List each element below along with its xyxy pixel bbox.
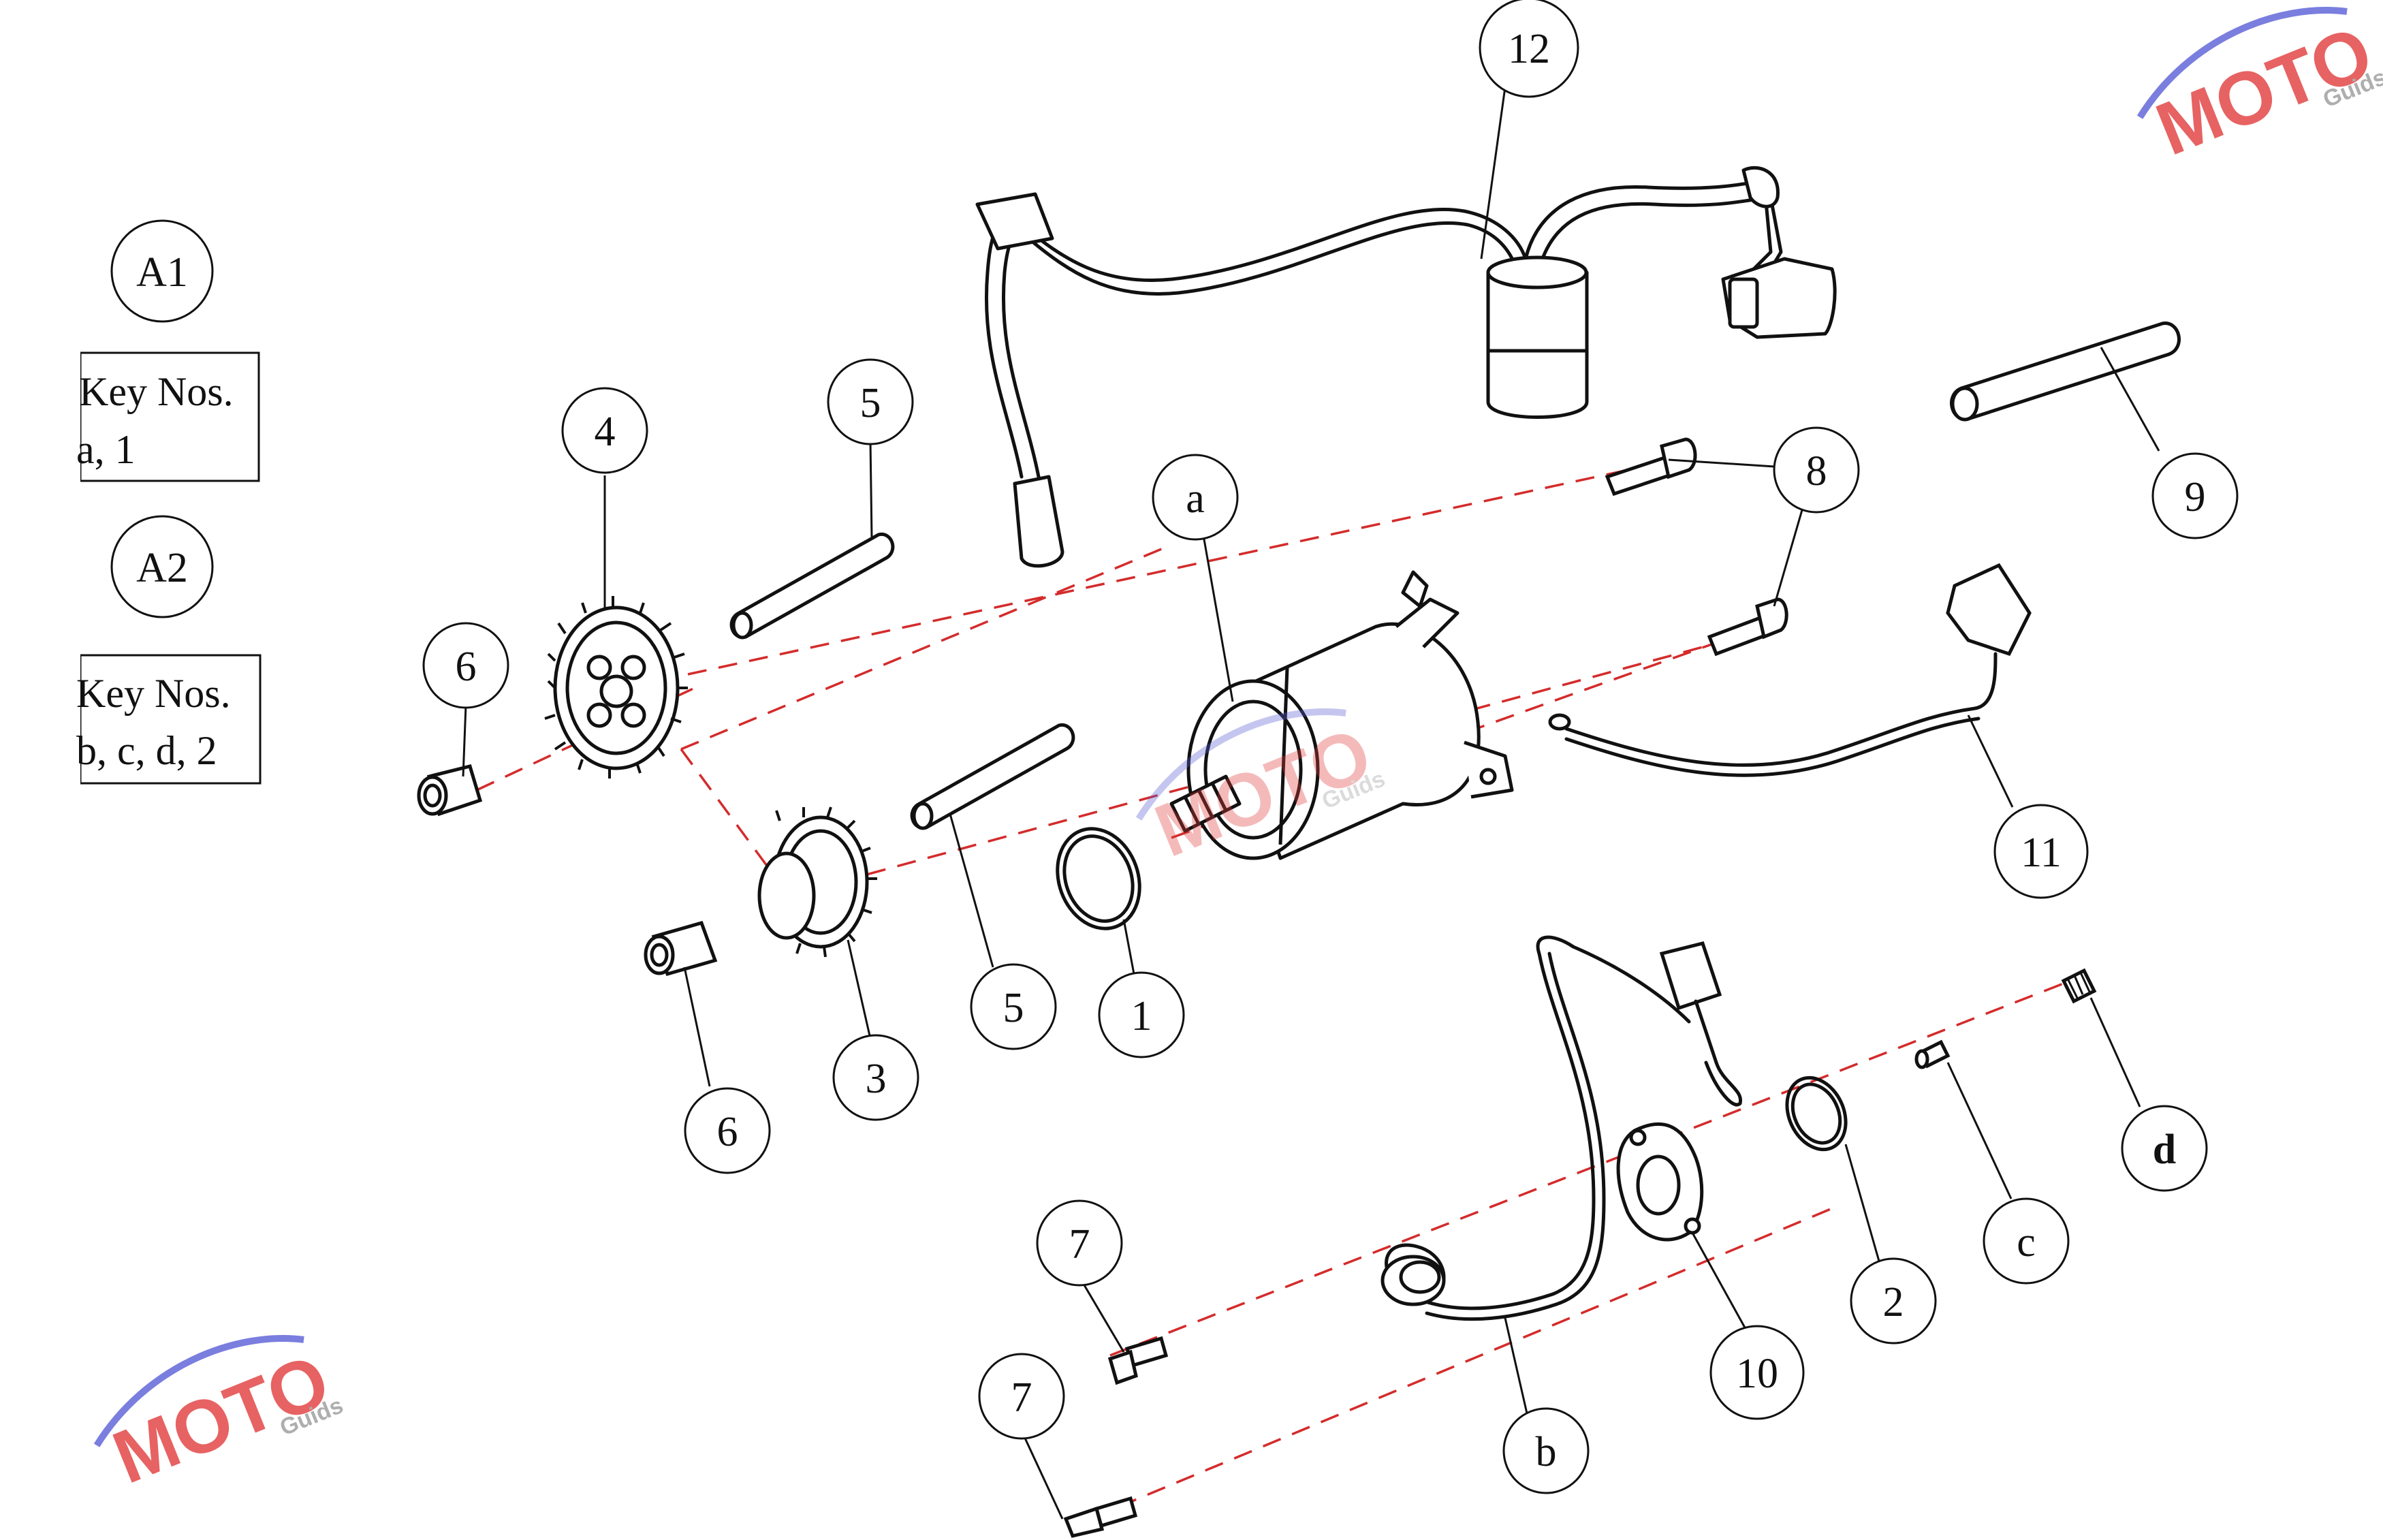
callout-c: c [2017, 1219, 2036, 1266]
callout-2: 2 [1883, 1279, 1904, 1325]
callout-10: 10 [1736, 1351, 1778, 1397]
callout-d: d [2153, 1127, 2176, 1173]
assembly-axes [476, 469, 2071, 1520]
callout-b: b [1536, 1429, 1557, 1475]
callout-6-upper: 6 [456, 644, 477, 690]
callout-labels: 12 a 8 9 4 5 6 11 5 1 3 6 d c 2 10 7 7 b [456, 26, 2206, 1475]
watermark-logo-top-right: MOTO Guids [2136, 7, 2383, 172]
starter-motor-a [1169, 570, 1514, 860]
cable-11 [1548, 563, 2032, 777]
callouts [422, 0, 2239, 1494]
leader-lines [462, 87, 2160, 1520]
callout-7-upper: 7 [1069, 1221, 1090, 1268]
legend-a2-key-title: Key Nos. [76, 671, 231, 716]
shafts-5 [729, 533, 1075, 830]
legend-group-a1: A1 [136, 249, 188, 296]
bushings-6 [417, 764, 718, 977]
callout-7-lower: 7 [1011, 1374, 1032, 1421]
sensor-harness-b [1380, 935, 1742, 1321]
legend-group-a2: A2 [136, 545, 188, 591]
bolts-7 [1063, 1336, 1169, 1538]
gasket-10 [1616, 1122, 1704, 1242]
callout-3: 3 [866, 1056, 887, 1102]
legend-a1-key-items: a, 1 [76, 427, 136, 472]
callout-1: 1 [1131, 993, 1152, 1039]
o-ring-2 [1785, 1075, 1848, 1152]
o-ring-1 [1056, 827, 1141, 930]
gear-4 [544, 596, 688, 779]
callout-9: 9 [2185, 474, 2206, 520]
wiring-harness-12 [975, 166, 1837, 568]
bolts-8 [1605, 437, 1788, 657]
callout-5-lower: 5 [1003, 985, 1024, 1031]
callout-12: 12 [1508, 26, 1550, 72]
callout-6-lower: 6 [717, 1109, 738, 1155]
callout-4: 4 [595, 409, 616, 455]
callout-a: a [1186, 475, 1205, 522]
legend: A1 Key Nos. a, 1 A2 Key Nos. b, c, d, 2 [68, 219, 262, 785]
part-c [1914, 1039, 1951, 1069]
pin-9 [1950, 321, 2181, 422]
legend-a2-key-items: b, c, d, 2 [76, 728, 217, 773]
callout-5-upper: 5 [860, 380, 881, 426]
legend-a1-key-title: Key Nos. [79, 369, 234, 414]
gear-3 [757, 806, 877, 958]
watermark-logo-bottom-left: MOTO Guids [93, 1335, 347, 1500]
part-d [2061, 968, 2097, 1004]
callout-11: 11 [2021, 830, 2062, 876]
callout-8: 8 [1806, 448, 1827, 494]
